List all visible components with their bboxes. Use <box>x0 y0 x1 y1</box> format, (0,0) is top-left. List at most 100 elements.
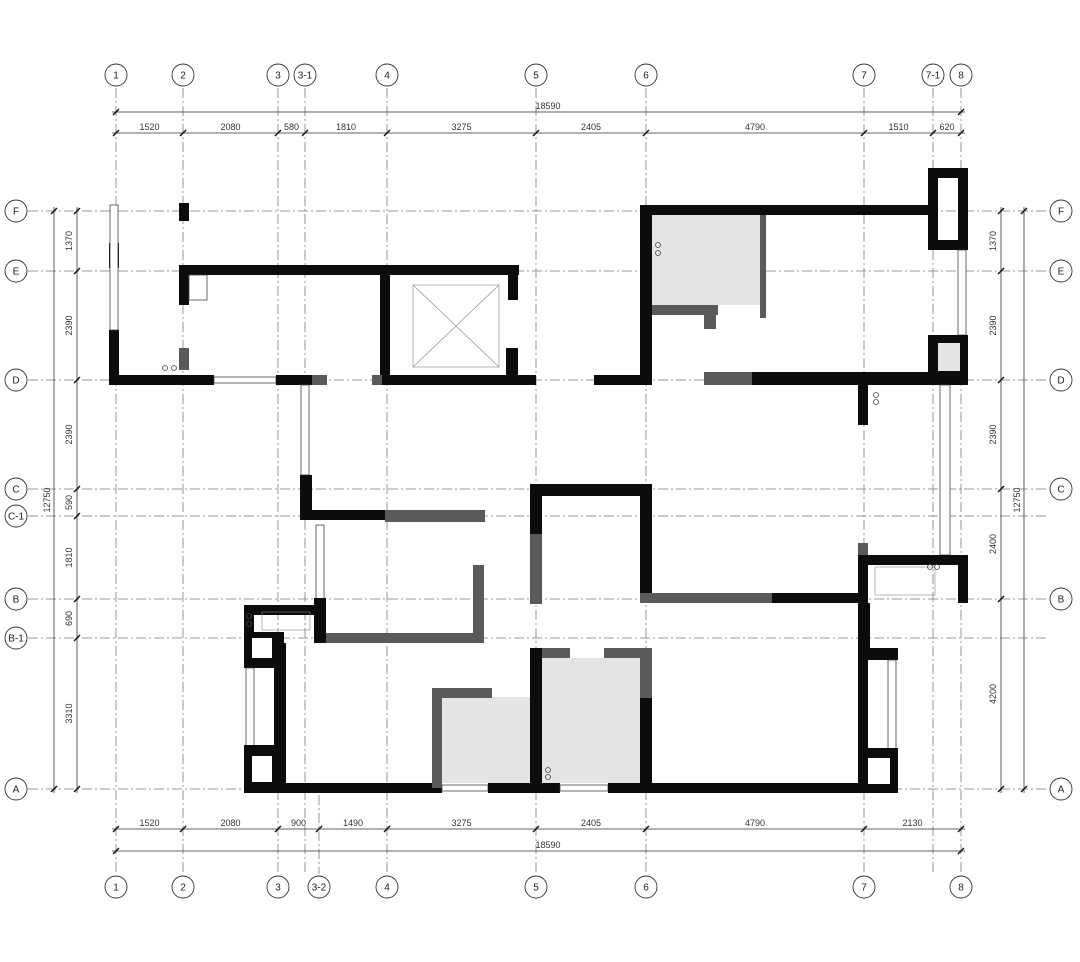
dimension-tick <box>997 376 1005 384</box>
axis-bubble <box>1049 259 1073 283</box>
axis-label: E <box>13 267 20 278</box>
pipe-marker <box>873 399 879 405</box>
axis-label: 7-1 <box>926 71 941 82</box>
axis-label: F <box>1058 207 1064 218</box>
dimension-tick <box>642 825 650 833</box>
dimension-label: 3275 <box>451 122 471 132</box>
dimension-label: 2080 <box>220 122 240 132</box>
dimension-label: 18590 <box>535 101 560 111</box>
wall <box>958 555 968 603</box>
dimension-tick <box>997 595 1005 603</box>
column-void <box>252 756 272 782</box>
axis-label: 8 <box>958 883 964 894</box>
wall <box>432 688 442 788</box>
axis-bubble <box>171 875 195 899</box>
shower-fixture <box>874 566 936 596</box>
dimension-tick <box>112 847 120 855</box>
dimension-tick <box>73 785 81 793</box>
axis-bubble <box>171 63 195 87</box>
window <box>315 524 325 601</box>
bathroom-top-right-fill <box>652 215 760 305</box>
wall <box>312 375 327 385</box>
dimension-tick <box>383 129 391 137</box>
wall <box>594 375 650 385</box>
axis-label: 4 <box>384 71 390 82</box>
window <box>213 376 277 384</box>
axis-bubble <box>4 504 28 528</box>
axis-bubble <box>949 63 973 87</box>
axis-label: 3-1 <box>298 71 313 82</box>
wall <box>372 375 382 385</box>
dimension-tick <box>1020 207 1028 215</box>
dimension-tick <box>73 207 81 215</box>
dimension-tick <box>642 129 650 137</box>
dimension-label: 2405 <box>581 818 601 828</box>
dimension-label: 900 <box>291 818 306 828</box>
dimension-label: 590 <box>64 495 74 510</box>
dimension-label: 2390 <box>64 424 74 444</box>
axis-bubble <box>4 368 28 392</box>
wall <box>858 658 868 793</box>
axis-bubble <box>4 626 28 650</box>
axis-bubble <box>307 875 331 899</box>
wall <box>958 168 968 250</box>
pipe-markers <box>162 242 940 780</box>
dimension-label: 1810 <box>64 547 74 567</box>
wall <box>640 648 652 698</box>
wall <box>530 648 542 793</box>
dimension-label: 4790 <box>745 818 765 828</box>
wall <box>179 265 519 275</box>
wall <box>640 593 772 603</box>
axis-bubble <box>1049 199 1073 223</box>
pipe-marker <box>873 392 879 398</box>
axis-label: 3 <box>275 71 281 82</box>
pipe-marker <box>655 242 661 248</box>
dimension-tick <box>957 108 965 116</box>
elevator-shaft <box>412 284 500 368</box>
dimension-tick <box>73 485 81 493</box>
wall <box>752 372 968 385</box>
dimension-label: 12750 <box>1012 487 1022 512</box>
wall <box>640 205 652 385</box>
dimension-tick <box>957 847 965 855</box>
dimension-label: 3310 <box>64 703 74 723</box>
wall <box>928 168 968 178</box>
wall <box>760 215 766 318</box>
axis-label: A <box>1058 785 1065 796</box>
axis-bubble <box>266 63 290 87</box>
wall <box>928 240 968 250</box>
wall <box>530 534 542 604</box>
axis-bubble <box>4 199 28 223</box>
bathroom-bottom-left-fill <box>440 697 530 783</box>
dimension-tick <box>1020 785 1028 793</box>
dimension-label: 1520 <box>139 122 159 132</box>
axis-bubble <box>1049 587 1073 611</box>
axis-label: D <box>1057 376 1064 387</box>
dimension-tick <box>179 129 187 137</box>
wall <box>858 603 870 658</box>
dimension-label: 18590 <box>535 840 560 850</box>
axis-bubble <box>524 63 548 87</box>
wall <box>382 375 536 385</box>
dimension-tick <box>301 129 309 137</box>
wall <box>284 783 442 793</box>
wall <box>326 633 484 643</box>
dimension-tick <box>73 512 81 520</box>
wall <box>858 555 868 603</box>
axis-bubble <box>634 875 658 899</box>
dimension-tick <box>179 825 187 833</box>
dimension-label: 1810 <box>336 122 356 132</box>
wall <box>530 484 542 534</box>
dimension-label: 2080 <box>220 818 240 828</box>
pipe-marker <box>545 774 551 780</box>
dimension-tick <box>112 825 120 833</box>
wall <box>508 265 518 300</box>
pipe-marker <box>934 564 940 570</box>
axis-bubble <box>1049 368 1073 392</box>
shower-fixture <box>261 611 311 631</box>
wall <box>604 648 652 658</box>
wall <box>244 605 326 615</box>
wall <box>179 348 189 370</box>
column-void <box>868 758 890 784</box>
axis-bubble <box>852 63 876 87</box>
